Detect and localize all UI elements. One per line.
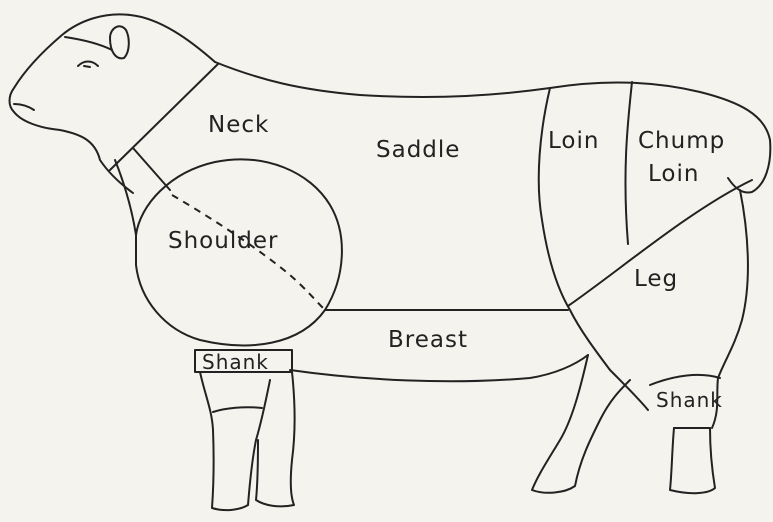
loin-chump-divider [625,82,632,244]
head-band-line [65,37,112,50]
label-breast: Breast [388,329,468,352]
label-chump-loin-line1: Chump [638,130,725,153]
hind-shank-top-line [650,375,720,385]
fore-leg-outline [200,372,270,510]
hind-hoof-outline [670,428,715,493]
neck-head-boundary [110,64,218,170]
label-chump-loin-line2: Loin [648,163,699,186]
label-saddle: Saddle [376,139,460,162]
head-outline [10,14,216,193]
fore-leg-cannon-line [213,407,262,412]
chest-front-line [115,160,136,235]
label-leg: Leg [634,268,678,291]
neck-lower-line [133,148,170,190]
belly-outline [290,355,588,381]
label-shoulder: Shoulder [168,230,278,253]
ear-outline [110,26,129,58]
mouth-mark [14,104,34,110]
eye-mark [78,62,98,68]
label-neck: Neck [208,114,269,137]
second-fore-leg-outline [256,372,295,506]
label-loin: Loin [548,130,599,153]
label-hind-shank: Shank [656,390,723,410]
label-fore-shank: Shank [202,352,269,372]
